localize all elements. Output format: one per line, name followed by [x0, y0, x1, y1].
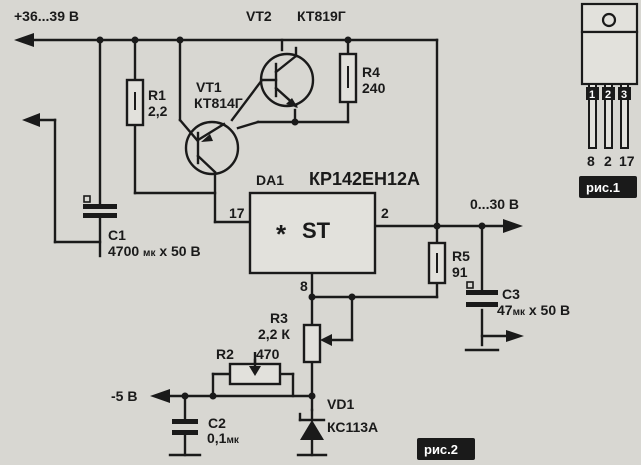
c1-capacitor-icon	[83, 195, 117, 218]
c3-arrow-icon	[506, 330, 524, 342]
supply-label: +36...39 В	[14, 8, 79, 24]
vd1-zener-icon	[298, 408, 326, 440]
vt2-transistor-icon	[259, 46, 315, 108]
vt2-type: КТ819Г	[297, 8, 346, 24]
r2-name: R2	[216, 346, 234, 362]
ic-marker: *	[276, 219, 287, 249]
c1-name: C1	[108, 227, 126, 243]
r2-value: 470	[256, 346, 280, 362]
vd1-name: VD1	[327, 396, 354, 412]
pkg-pin-2: 2	[605, 89, 611, 101]
to220-package-icon	[580, 2, 639, 149]
svg-text:рис.1: рис.1	[586, 180, 620, 195]
neg-arrow-icon	[150, 389, 170, 403]
output-label: 0...30 В	[470, 196, 519, 212]
r4-name: R4	[362, 64, 380, 80]
r4-value: 240	[362, 80, 386, 96]
pkg-map-2: 2	[604, 153, 612, 169]
pkg-pin-1: 1	[589, 89, 595, 101]
r3-value: 2,2 К	[258, 326, 290, 342]
c3-name: C3	[502, 286, 520, 302]
vt1-type: КТ814Г	[194, 95, 243, 111]
pin-2: 2	[381, 205, 389, 221]
svg-text:рис.2: рис.2	[424, 442, 458, 457]
c2-value: 0,1мк	[207, 430, 240, 446]
ic-st: ST	[302, 218, 331, 243]
junction-dots	[96, 36, 486, 400]
da1-type: КР142ЕН12А	[309, 169, 420, 189]
fig2-caption: рис.2	[417, 438, 475, 460]
da1-name: DA1	[256, 172, 284, 188]
r5-value: 91	[452, 264, 468, 280]
r1-value: 2,2	[148, 103, 168, 119]
r5-name: R5	[452, 248, 470, 264]
c2-name: C2	[208, 415, 226, 431]
vt1-transistor-icon	[184, 120, 240, 176]
vd1-type: КС113А	[327, 419, 378, 435]
vt1-name: VT1	[196, 79, 222, 95]
pkg-map-1: 8	[587, 153, 595, 169]
pkg-map-3: 17	[619, 153, 635, 169]
vt2-name: VT2	[246, 8, 272, 24]
supply-arrow-icon	[14, 33, 34, 47]
fig1-caption: рис.1	[579, 176, 637, 198]
c1-value: 4700 мк x 50 В	[108, 243, 201, 259]
pin-8: 8	[300, 278, 308, 294]
neg-label: -5 В	[111, 388, 137, 404]
r2-resistor-icon	[228, 352, 282, 386]
da1-ic-box	[248, 191, 377, 275]
pin-17: 17	[229, 205, 245, 221]
r3-name: R3	[270, 310, 288, 326]
pkg-pin-3: 3	[621, 89, 627, 101]
ground-arrow-icon	[22, 113, 40, 127]
r3-potentiometer-icon	[302, 323, 322, 364]
c3-capacitor-icon	[466, 281, 498, 307]
r1-name: R1	[148, 87, 166, 103]
c3-value: 47мк x 50 В	[497, 302, 570, 318]
c2-capacitor-icon	[172, 419, 198, 435]
output-arrow-icon	[503, 219, 523, 233]
